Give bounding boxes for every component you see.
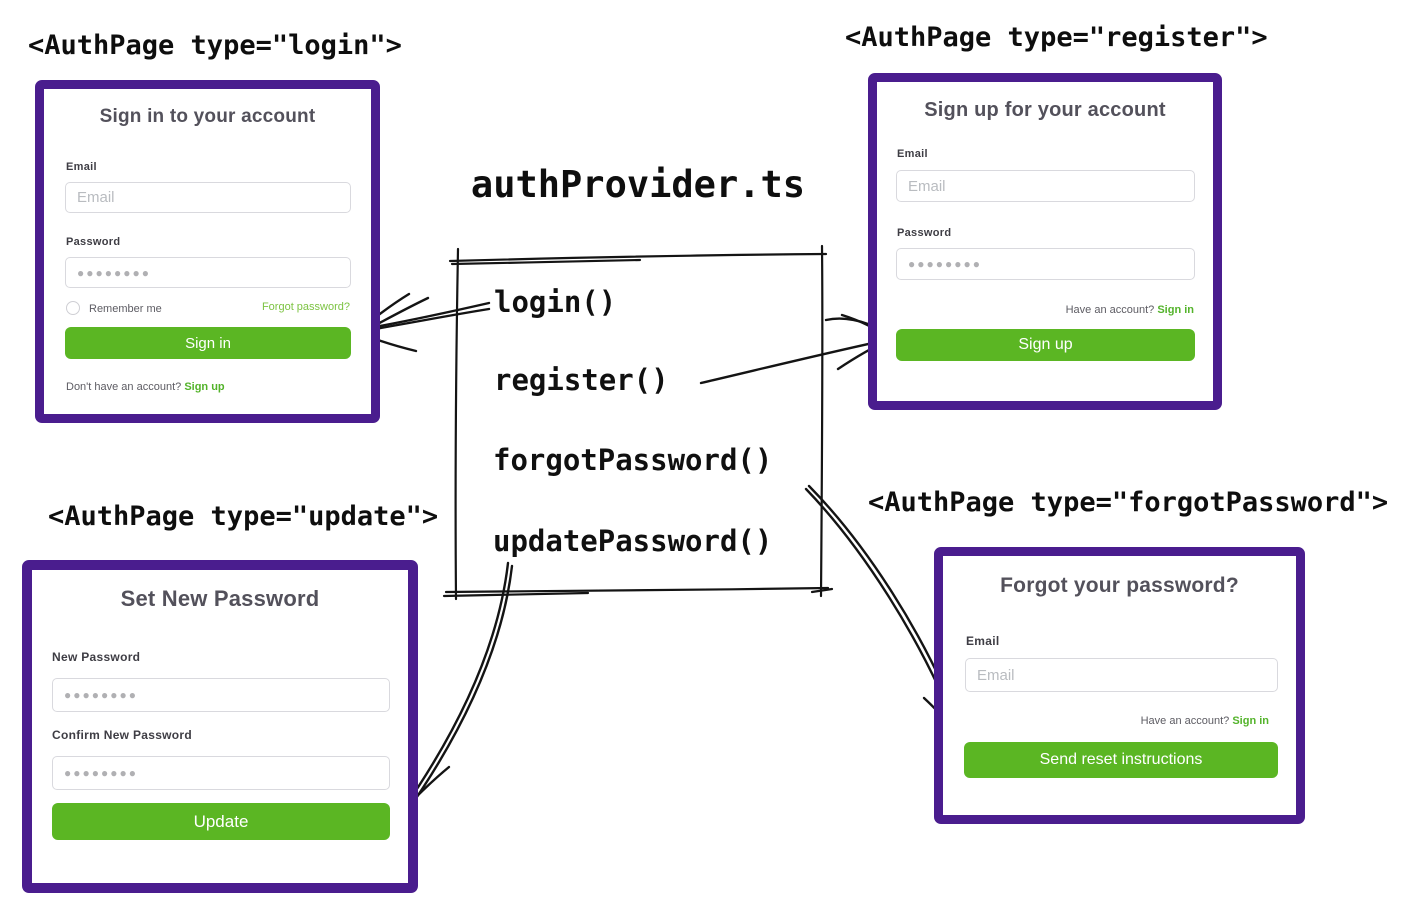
login-heading: Sign in to your account — [99, 106, 316, 127]
forgot-footer-text: Have an account? — [1140, 715, 1230, 727]
forgot-sign-in-link[interactable]: Sign in — [1232, 715, 1269, 727]
confirm-new-password-input[interactable] — [52, 756, 390, 790]
authpage-register-tag: <AuthPage type="register"> — [845, 22, 1268, 53]
sign-up-button[interactable]: Sign up — [896, 329, 1195, 361]
function-update-password: updatePassword() — [493, 524, 773, 558]
authpage-update-tag: <AuthPage type="update"> — [48, 501, 439, 532]
login-card: Sign in to your account Email Password R… — [35, 80, 380, 423]
register-card: Sign up for your account Email Password … — [868, 73, 1222, 410]
forgot-email-input[interactable] — [965, 658, 1278, 692]
update-password-card: Set New Password New Password Confirm Ne… — [22, 560, 418, 893]
remember-me-label: Remember me — [89, 303, 162, 315]
login-footer-text: Don't have an account? — [66, 381, 182, 393]
new-password-label: New Password — [52, 650, 141, 664]
login-password-input[interactable] — [65, 257, 351, 288]
send-reset-instructions-button[interactable]: Send reset instructions — [964, 742, 1278, 778]
register-email-label: Email — [897, 148, 928, 160]
sign-in-button[interactable]: Sign in — [65, 327, 351, 359]
function-register: register() — [494, 363, 669, 397]
arrow-update-password — [400, 561, 514, 815]
authpage-forgot-tag: <AuthPage type="forgotPassword"> — [868, 487, 1389, 518]
forgot-footer: Have an account? Sign in — [1141, 715, 1269, 727]
remember-me-checkbox[interactable] — [66, 301, 80, 315]
forgot-password-link[interactable]: Forgot password? — [261, 301, 350, 313]
update-heading: Set New Password — [120, 586, 320, 611]
register-footer-text: Have an account? — [1065, 304, 1155, 316]
register-email-input[interactable] — [896, 170, 1195, 202]
auth-provider-title: authProvider.ts — [470, 163, 806, 206]
authpage-login-tag: <AuthPage type="login"> — [28, 30, 402, 61]
login-password-label: Password — [66, 236, 121, 248]
function-forgot-password: forgotPassword() — [493, 443, 773, 477]
register-heading: Sign up for your account — [924, 99, 1166, 121]
forgot-password-card: Forgot your password? Email Have an acco… — [934, 547, 1305, 824]
sign-up-link[interactable]: Sign up — [184, 381, 225, 393]
login-footer: Don't have an account? Sign up — [66, 381, 225, 393]
update-button[interactable]: Update — [52, 803, 390, 840]
function-login: login() — [494, 285, 617, 319]
register-footer: Have an account? Sign in — [1066, 304, 1194, 316]
arrow-register — [699, 313, 893, 385]
new-password-input[interactable] — [52, 678, 390, 712]
login-email-label: Email — [66, 161, 97, 173]
register-sign-in-link[interactable]: Sign in — [1157, 304, 1194, 316]
confirm-new-password-label: Confirm New Password — [52, 728, 193, 742]
forgot-email-label: Email — [966, 634, 1000, 648]
register-password-input[interactable] — [896, 248, 1195, 280]
forgot-heading: Forgot your password? — [1000, 574, 1239, 597]
login-email-input[interactable] — [65, 182, 351, 213]
register-password-label: Password — [897, 227, 952, 239]
